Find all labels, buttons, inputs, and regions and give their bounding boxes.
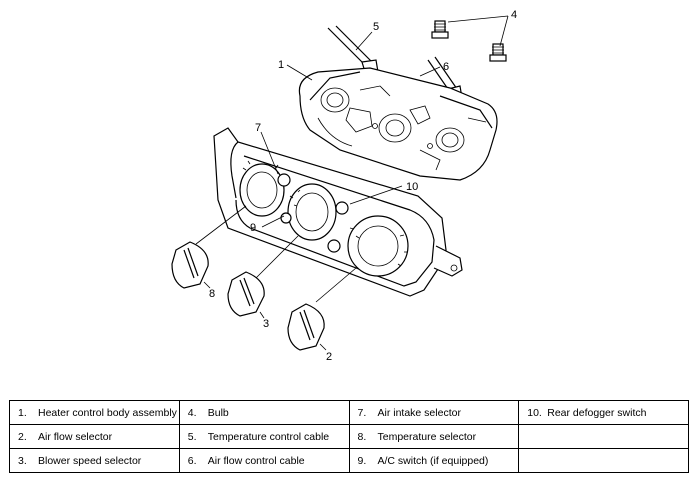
legend-cell: 6.Air flow control cable bbox=[178, 448, 350, 473]
callout-3: 3 bbox=[263, 318, 269, 330]
legend-cell bbox=[518, 448, 689, 473]
leader-lines bbox=[195, 15, 509, 351]
legend-row: 2.Air flow selector 5.Temperature contro… bbox=[9, 424, 689, 449]
control-panel-bezel bbox=[213, 127, 463, 297]
heater-control-body-assembly bbox=[298, 67, 498, 181]
callout-7: 7 bbox=[255, 122, 261, 134]
legend-row: 1.Heater control body assembly 4.Bulb 7.… bbox=[9, 400, 689, 425]
parts-legend-table: 1.Heater control body assembly 4.Bulb 7.… bbox=[9, 400, 689, 473]
callout-6: 6 bbox=[443, 61, 449, 73]
legend-cell: 4.Bulb bbox=[178, 400, 350, 425]
callout-8: 8 bbox=[209, 288, 215, 300]
legend-cell: 8.Temperature selector bbox=[348, 424, 520, 449]
legend-cell: 1.Heater control body assembly bbox=[9, 400, 180, 425]
legend-cell: 5.Temperature control cable bbox=[178, 424, 350, 449]
callout-5: 5 bbox=[373, 21, 379, 33]
blower-speed-selector-knob bbox=[227, 271, 265, 317]
temperature-selector-knob bbox=[171, 241, 209, 289]
bulb-lower bbox=[489, 43, 507, 62]
legend-row: 3.Blower speed selector 6.Air flow contr… bbox=[9, 448, 689, 473]
callout-10: 10 bbox=[406, 181, 418, 193]
legend-cell: 7.Air intake selector bbox=[348, 400, 520, 425]
heater-control-exploded-diagram: 1 2 3 4 5 6 7 8 9 10 bbox=[171, 9, 517, 363]
legend-cell: 2.Air flow selector bbox=[9, 424, 180, 449]
legend-cell: 9.A/C switch (if equipped) bbox=[348, 448, 520, 473]
callout-9: 9 bbox=[250, 222, 256, 234]
legend-cell bbox=[518, 424, 689, 449]
air-flow-selector-knob bbox=[287, 303, 325, 351]
legend-cell: 3.Blower speed selector bbox=[9, 448, 180, 473]
callout-2: 2 bbox=[326, 351, 332, 363]
callout-4: 4 bbox=[511, 9, 517, 21]
legend-cell: 10.Rear defogger switch bbox=[518, 400, 689, 425]
bulb-upper bbox=[431, 20, 449, 39]
callout-1: 1 bbox=[278, 59, 284, 71]
